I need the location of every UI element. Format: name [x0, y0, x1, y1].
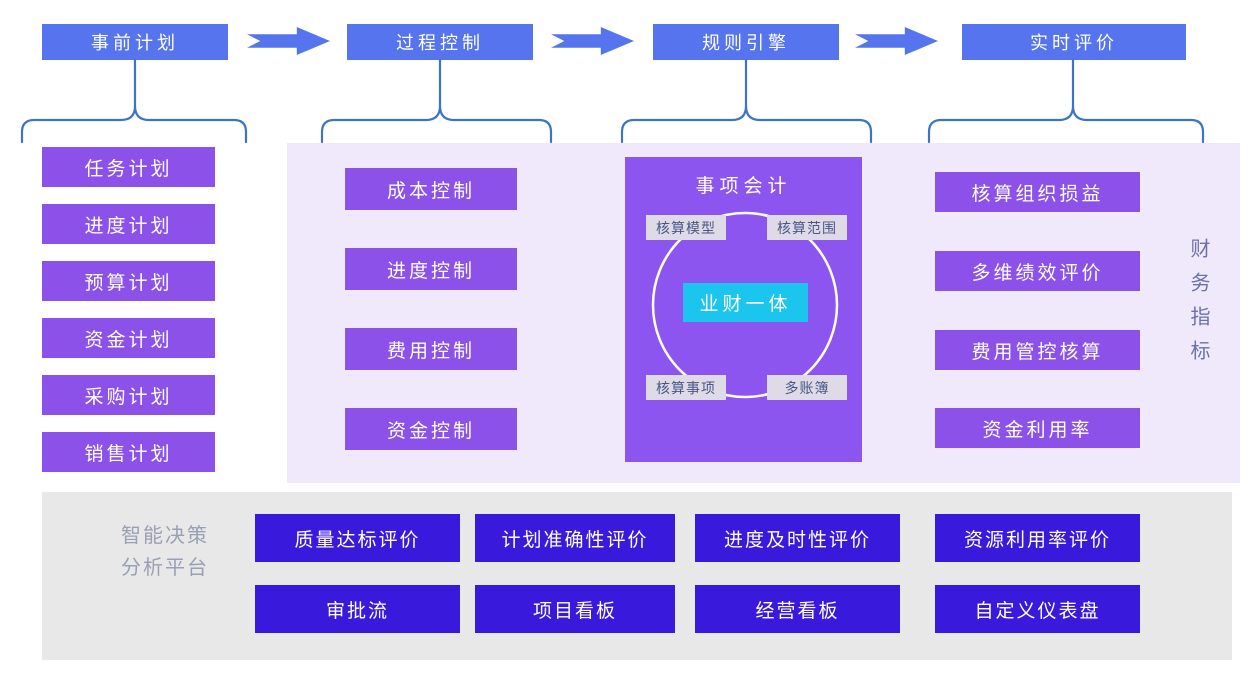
flow-arrow-icon [855, 27, 938, 55]
platform-item: 审批流 [255, 585, 460, 633]
platform-label-line2: 分析平台 [121, 557, 209, 579]
flow-arrow-icon [551, 27, 634, 55]
evaluation-item: 多维绩效评价 [935, 251, 1140, 291]
platform-item: 进度及时性评价 [695, 514, 900, 562]
control-item: 成本控制 [345, 168, 517, 210]
business-finance-box: 业财一体 [683, 283, 808, 322]
planning-item: 预算计划 [42, 261, 215, 301]
planning-item: 资金计划 [42, 318, 215, 358]
platform-label: 智能决策 分析平台 [100, 520, 230, 584]
corner-label: 多账簿 [767, 375, 847, 400]
finance-indicators-label: 财务指标 [1187, 238, 1209, 374]
brace-icon [620, 58, 873, 144]
platform-item: 质量达标评价 [255, 514, 460, 562]
stage-pre-planning: 事前计划 [42, 24, 228, 60]
platform-item: 计划准确性评价 [475, 514, 675, 562]
planning-item: 采购计划 [42, 375, 215, 415]
stage-realtime-eval: 实时评价 [962, 24, 1186, 60]
platform-item: 项目看板 [475, 585, 675, 633]
platform-item: 自定义仪表盘 [935, 585, 1140, 633]
event-accounting-panel: 事项会计 核算模型 核算范围 核算事项 多账簿 业财一体 [625, 157, 862, 462]
evaluation-item: 资金利用率 [935, 408, 1140, 448]
evaluation-item: 费用管控核算 [935, 330, 1140, 370]
control-item: 资金控制 [345, 408, 517, 450]
planning-item: 进度计划 [42, 204, 215, 244]
brace-icon [927, 58, 1205, 144]
control-item: 进度控制 [345, 248, 517, 290]
event-circle-icon [651, 211, 839, 399]
corner-label: 核算范围 [767, 215, 847, 240]
flow-arrow-icon [247, 27, 330, 55]
planning-item: 任务计划 [42, 147, 215, 187]
evaluation-item: 核算组织损益 [935, 172, 1140, 212]
platform-item: 资源利用率评价 [935, 514, 1140, 562]
control-item: 费用控制 [345, 328, 517, 370]
planning-item: 销售计划 [42, 432, 215, 472]
stage-rule-engine: 规则引擎 [653, 24, 839, 60]
stage-process-control: 过程控制 [347, 24, 533, 60]
corner-label: 核算模型 [646, 215, 726, 240]
corner-label: 核算事项 [646, 375, 726, 400]
platform-item: 经营看板 [695, 585, 900, 633]
brace-icon [20, 58, 248, 144]
brace-icon [320, 58, 553, 144]
event-panel-title: 事项会计 [695, 176, 792, 197]
platform-label-line1: 智能决策 [121, 525, 209, 547]
